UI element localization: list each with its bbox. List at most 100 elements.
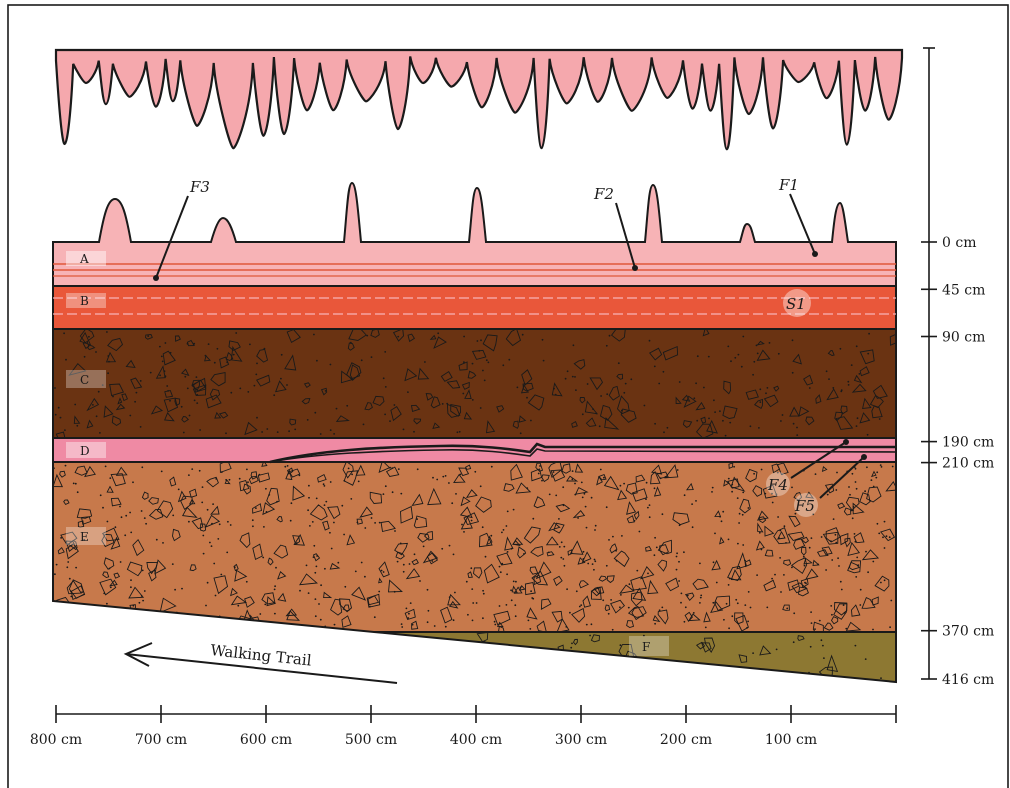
grain <box>199 429 202 431</box>
grain <box>615 549 617 552</box>
grain <box>143 590 146 592</box>
clast <box>482 334 498 352</box>
clast <box>132 538 145 557</box>
clast <box>404 608 416 621</box>
depth-tick-label: 370 cm <box>942 624 994 640</box>
grain <box>370 356 373 358</box>
clast <box>505 329 522 347</box>
grain <box>623 482 625 485</box>
grain <box>472 602 475 604</box>
clast <box>800 578 809 589</box>
clast <box>219 356 230 369</box>
grain <box>648 662 651 664</box>
grain <box>481 670 484 673</box>
clast <box>844 537 851 548</box>
marker-dot-f2 <box>632 265 638 271</box>
clast <box>327 506 341 520</box>
grain <box>502 364 505 367</box>
grain <box>580 481 583 484</box>
clast <box>460 516 473 530</box>
clast <box>219 462 232 474</box>
grain <box>441 547 444 550</box>
grain <box>678 524 681 527</box>
clast <box>535 462 544 472</box>
clast <box>812 559 820 567</box>
grain <box>452 553 455 556</box>
grain <box>350 498 353 500</box>
grain <box>109 477 112 479</box>
grain <box>744 604 747 606</box>
grain <box>119 505 121 508</box>
grain <box>309 525 311 527</box>
clast <box>461 381 470 390</box>
grain <box>704 626 707 629</box>
grain <box>364 527 367 529</box>
grain <box>66 566 69 569</box>
clast <box>181 506 198 518</box>
clast <box>730 476 746 492</box>
grain <box>265 511 268 513</box>
grain <box>448 482 450 484</box>
clast <box>571 607 586 623</box>
clast <box>289 418 297 426</box>
grain <box>314 411 317 414</box>
grain <box>775 493 778 496</box>
grain <box>648 504 651 506</box>
clast <box>261 622 275 632</box>
clast <box>787 531 805 542</box>
grain <box>483 379 486 382</box>
grain <box>889 626 891 629</box>
grain <box>532 517 535 520</box>
grain <box>213 361 216 364</box>
clast <box>513 586 523 594</box>
clast <box>577 556 586 565</box>
grain <box>290 502 293 505</box>
clast <box>109 579 118 587</box>
grain <box>305 564 308 567</box>
grain <box>868 332 870 335</box>
grain <box>715 581 718 584</box>
grain <box>554 393 557 396</box>
clast <box>821 546 833 556</box>
grain <box>70 595 73 598</box>
grain <box>791 339 794 342</box>
grain <box>458 430 461 433</box>
grain <box>444 625 447 628</box>
grain <box>852 506 855 508</box>
grain <box>711 486 714 489</box>
grain <box>727 345 730 348</box>
clast <box>684 592 695 602</box>
grain <box>854 644 857 647</box>
grain <box>324 625 327 628</box>
clast <box>653 486 662 497</box>
clast <box>620 408 637 423</box>
grain <box>725 602 728 605</box>
grain <box>607 612 610 615</box>
clast <box>777 462 789 475</box>
clast <box>847 541 861 557</box>
grain <box>470 567 473 570</box>
grain <box>820 639 823 642</box>
clast <box>411 620 419 630</box>
grain <box>65 358 67 361</box>
grain <box>785 542 787 544</box>
grain <box>182 431 185 434</box>
clast <box>82 340 90 350</box>
clast <box>218 411 229 419</box>
grain <box>424 361 426 363</box>
grain <box>298 474 301 477</box>
grain <box>107 355 110 357</box>
grain <box>658 609 661 612</box>
grain <box>142 599 145 602</box>
grain <box>519 586 522 589</box>
grain <box>684 606 687 609</box>
clast <box>163 397 179 413</box>
grain <box>711 491 713 493</box>
grain <box>233 566 236 569</box>
grain <box>59 416 62 419</box>
clast <box>256 348 269 363</box>
clast <box>189 488 198 498</box>
grain <box>433 625 436 627</box>
clast <box>130 377 143 389</box>
grain <box>727 584 730 586</box>
